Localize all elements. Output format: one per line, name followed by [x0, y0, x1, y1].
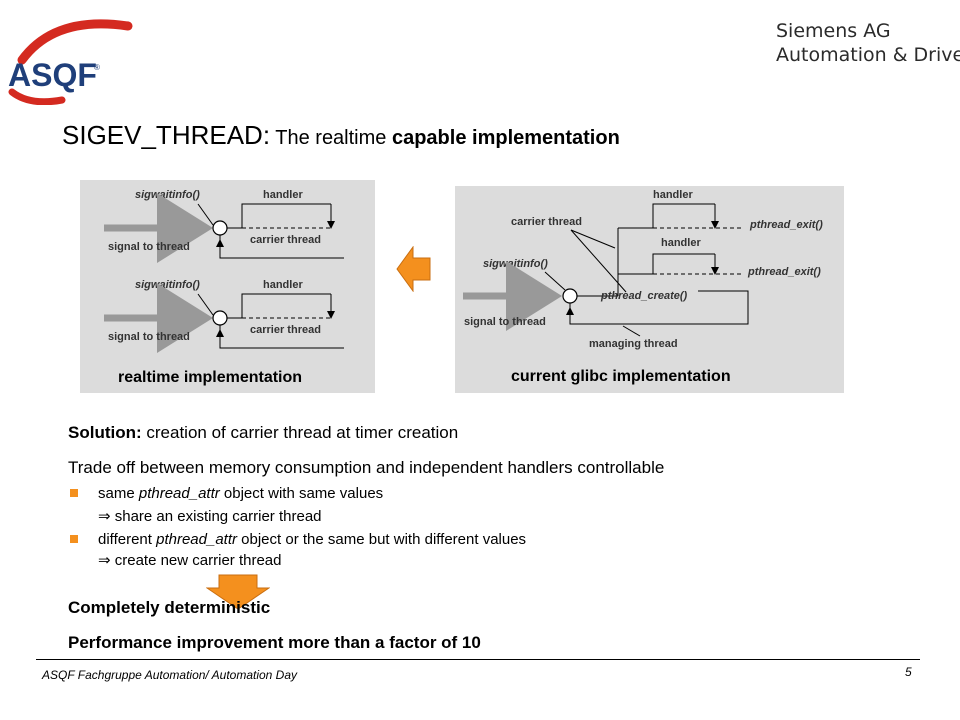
handler-line [227, 293, 331, 319]
pointer-line [197, 293, 214, 316]
title-part-2: The realtime [270, 127, 392, 149]
bullet-1-italic: pthread_attr [138, 485, 220, 502]
handler-line-2 [617, 228, 715, 275]
bullet-1: same pthread_attr object with same value… [98, 485, 383, 502]
bullet-2-pre: different [98, 531, 157, 548]
tradeoff-line: Trade off between memory consumption and… [68, 458, 665, 477]
pthread-exit-label-2: pthread_exit() [747, 266, 821, 278]
pointer-line [197, 203, 214, 226]
thread-node [562, 288, 578, 304]
orange-down-arrow-icon [206, 574, 270, 610]
carrier-label: carrier thread [250, 324, 321, 336]
sigwait-pointer [544, 271, 566, 291]
managing-thread-label: managing thread [589, 338, 678, 350]
glibc-implementation-diagram: handler pthread_exit() carrier thread ha… [455, 186, 844, 393]
solution-label: Solution: [68, 423, 142, 442]
asqf-logo: ASQF ® [8, 19, 133, 105]
bullet-2: different pthread_attr object or the sam… [98, 531, 526, 548]
sigwaitinfo-label: sigwaitinfo() [135, 189, 200, 201]
signal-label: signal to thread [108, 331, 190, 343]
solution-line: Solution: creation of carrier thread at … [68, 423, 458, 443]
footer-text: ASQF Fachgruppe Automation/ Automation D… [42, 668, 298, 682]
title-part-3: capable implementation [391, 127, 620, 149]
bullet-marker [70, 535, 78, 543]
sigwaitinfo-label: sigwaitinfo() [135, 279, 200, 291]
thread-node [212, 310, 228, 326]
bullet-2-post: object or the same but with different va… [237, 531, 527, 548]
svg-text:ASQF: ASQF [8, 57, 97, 93]
signal-label: signal to thread [108, 241, 190, 253]
title-part-1: SIGEV_THREAD: [62, 120, 271, 150]
handler-line [227, 203, 331, 229]
bullet-1-sub: ⇒ share an existing carrier thread [98, 508, 322, 525]
pthread-exit-label-1: pthread_exit() [749, 219, 823, 231]
footer-divider [36, 659, 920, 660]
realtime-block-1: sigwaitinfo() handler carrier thread sig… [104, 189, 344, 263]
pthread-create-label: pthread_create() [600, 290, 688, 302]
bullet-marker [70, 489, 78, 497]
bullet-1-pre: same [98, 485, 139, 502]
bullet-1-post: object with same values [219, 485, 384, 502]
carrier-pointer-2 [570, 229, 627, 293]
company-division: Automation & Drives [776, 44, 960, 66]
svg-text:®: ® [94, 63, 100, 72]
solution-text: creation of carrier thread at timer crea… [141, 423, 459, 442]
glibc-caption: current glibc implementation [511, 368, 731, 385]
carrier-thread-label: carrier thread [511, 216, 582, 228]
slide-title: SIGEV_THREAD: The realtime capable imple… [62, 120, 620, 151]
page-number: 5 [905, 665, 912, 679]
sigwaitinfo-label: sigwaitinfo() [483, 258, 548, 270]
handler-line-1 [618, 203, 715, 229]
performance-line: Performance improvement more than a fact… [68, 633, 481, 652]
signal-label: signal to thread [464, 316, 546, 328]
bullet-2-sub: ⇒ create new carrier thread [98, 552, 282, 569]
deterministic-line: Completely deterministic [68, 598, 271, 617]
orange-left-arrow-icon [396, 246, 431, 292]
realtime-block-2: sigwaitinfo() handler carrier thread sig… [104, 279, 344, 353]
handler-label-1: handler [653, 189, 693, 201]
managing-pointer [622, 325, 641, 337]
carrier-pointer-1 [570, 229, 616, 249]
company-name: Siemens AG [776, 20, 891, 42]
thread-node [212, 220, 228, 236]
handler-label: handler [263, 279, 303, 291]
handler-label-2: handler [661, 237, 701, 249]
handler-label: handler [263, 189, 303, 201]
realtime-caption: realtime implementation [118, 369, 302, 386]
realtime-implementation-diagram: sigwaitinfo() handler carrier thread sig… [80, 180, 375, 393]
bullet-2-italic: pthread_attr [156, 531, 237, 548]
carrier-label: carrier thread [250, 234, 321, 246]
